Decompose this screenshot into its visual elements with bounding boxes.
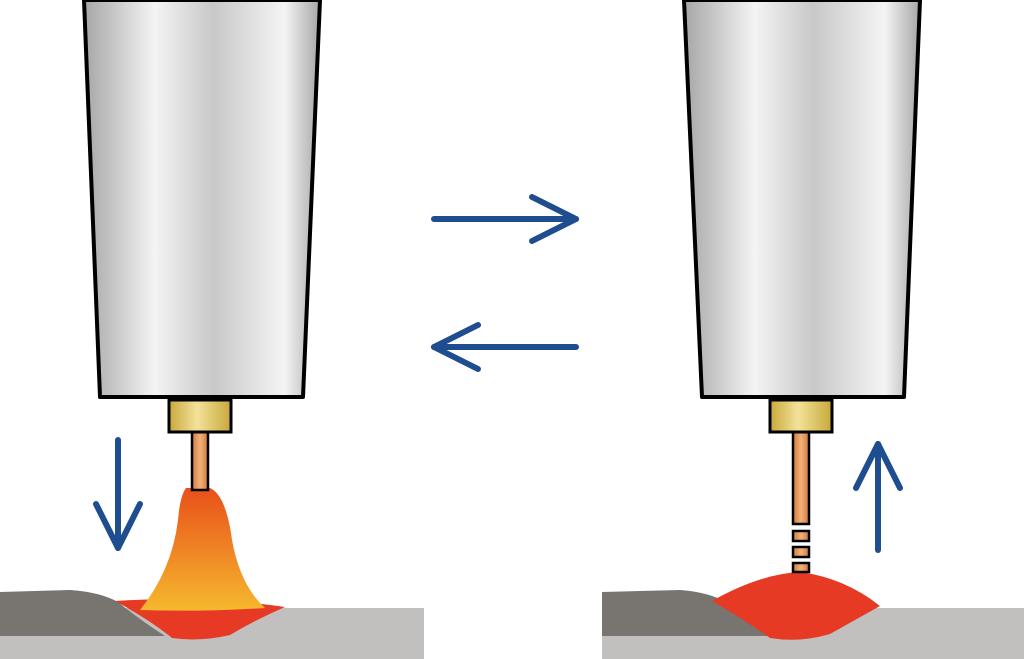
right-torch-nozzle xyxy=(682,0,922,399)
right-weld-pool xyxy=(712,572,880,640)
arrow-up-icon xyxy=(853,441,903,553)
left-torch-nozzle xyxy=(82,0,322,399)
right-wire-segment xyxy=(791,545,811,559)
arrow-down-icon xyxy=(93,437,143,551)
right-contact-tip xyxy=(768,398,834,434)
right-wire-segment xyxy=(791,561,811,574)
right-wire xyxy=(791,430,811,526)
arrow-left-icon xyxy=(431,322,579,372)
right-panel xyxy=(602,0,1024,659)
right-weld-bead xyxy=(602,590,772,636)
left-contact-tip xyxy=(167,398,233,434)
right-wire-segment xyxy=(791,529,811,543)
left-arc-plasma xyxy=(140,488,265,611)
left-wire xyxy=(190,430,210,492)
left-weld-bead xyxy=(0,590,165,636)
left-panel xyxy=(0,0,424,659)
arrow-right-icon xyxy=(431,194,579,244)
